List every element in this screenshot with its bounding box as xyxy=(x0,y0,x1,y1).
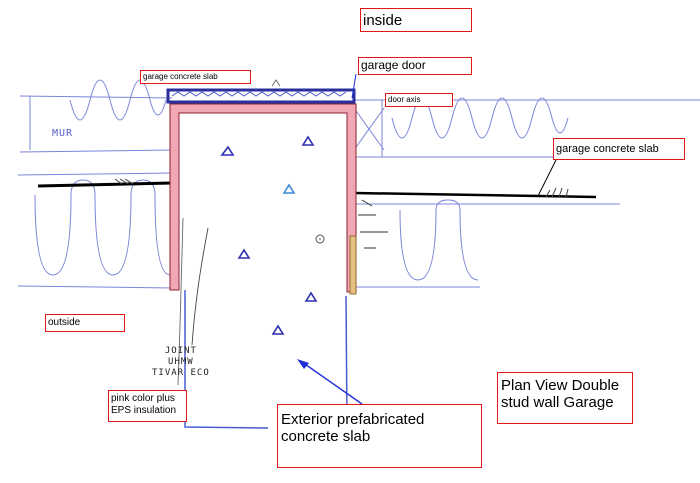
joint-note: JOINT UHMW TIVAR ECO xyxy=(152,346,210,379)
exterior-slab-label: Exterior prefabricated concrete slab xyxy=(277,404,482,468)
exterior-line2: concrete slab xyxy=(281,428,371,446)
outside-label: outside xyxy=(45,314,125,332)
garage-door-leader xyxy=(351,73,357,99)
door-frame-strip xyxy=(349,235,357,295)
garage-door-label: garage door xyxy=(358,57,472,75)
plan-line2: stud wall Garage xyxy=(501,394,614,412)
garage-slab-right-label: garage concrete slab xyxy=(553,138,685,160)
exterior-slab-outline xyxy=(184,290,269,429)
slab-label-leader xyxy=(537,159,557,197)
left-upper-insulation xyxy=(69,79,167,121)
joint-line1: JOINT xyxy=(164,346,197,356)
pink-line1: pink color plus xyxy=(111,393,175,404)
ground-hatch xyxy=(114,178,569,198)
joint-leader xyxy=(191,227,209,346)
inside-text: inside xyxy=(363,12,403,29)
pink-leader xyxy=(177,217,184,386)
aggregate-marks xyxy=(220,135,318,335)
outside-text: outside xyxy=(48,317,81,328)
garage-slab-top-label: garage concrete slab xyxy=(140,70,251,84)
exterior-arrow xyxy=(301,361,363,405)
mur-note: MUR xyxy=(52,128,74,139)
exterior-line1: Exterior prefabricated xyxy=(281,411,425,428)
top-garage-slab xyxy=(166,88,356,104)
pink-insulation xyxy=(169,103,357,293)
garage-door-text: garage door xyxy=(361,58,426,72)
pink-line2: EPS insulation xyxy=(111,404,177,416)
left-ground-line xyxy=(37,181,173,188)
left-lower-insulation xyxy=(34,179,171,276)
right-ground-line xyxy=(353,191,597,199)
joint-line2: UHMW xyxy=(168,357,194,367)
inside-label: inside xyxy=(360,8,472,32)
right-lower-insulation xyxy=(399,199,479,281)
door-axis-text: door axis xyxy=(388,95,421,104)
door-axis-label: door axis xyxy=(385,93,453,107)
plan-line1: Plan View Double xyxy=(501,377,620,394)
slab-hatching xyxy=(171,91,347,97)
right-wall-lines xyxy=(353,99,700,288)
garage-slab-top-text: garage concrete slab xyxy=(143,72,218,81)
garage-slab-right-text: garage concrete slab xyxy=(556,143,659,155)
left-wall-lines xyxy=(17,95,173,289)
plan-view-title: Plan View Double stud wall Garage xyxy=(497,372,633,424)
door-sketch-marks xyxy=(358,199,388,249)
joint-line3: TIVAR ECO xyxy=(152,368,210,378)
door-axis-point xyxy=(315,234,325,244)
pink-insulation-label: pink color plus EPS insulation xyxy=(108,390,187,422)
